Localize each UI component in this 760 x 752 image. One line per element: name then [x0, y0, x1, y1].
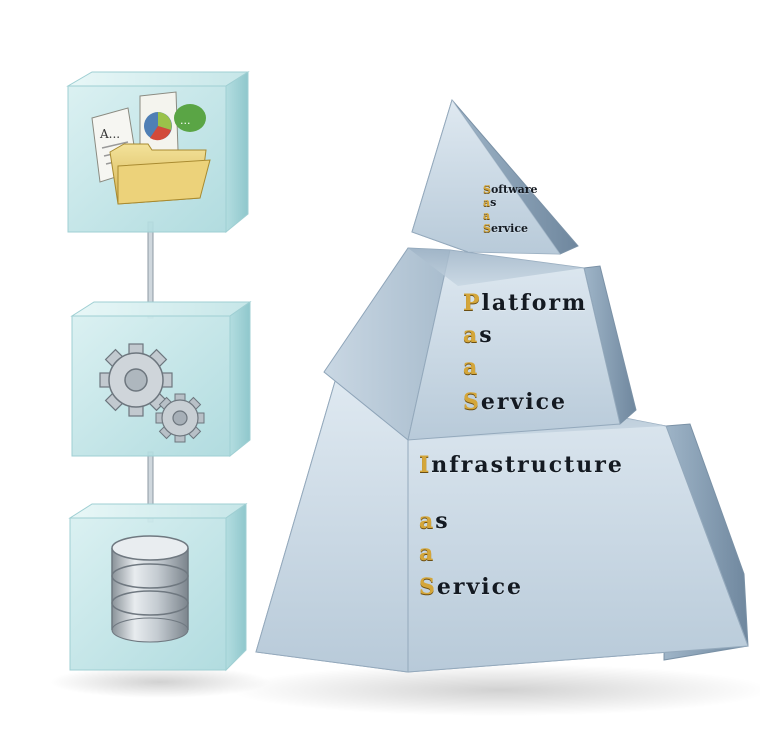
paas-word-3: a — [463, 354, 480, 380]
svg-text:...: ... — [180, 114, 191, 127]
saas-initial: S — [483, 183, 491, 196]
pyramid-tier-saas — [411, 98, 579, 255]
svg-text:A...: A... — [99, 127, 120, 141]
infrastructure-cube — [50, 503, 270, 698]
platform-cube — [70, 301, 252, 458]
paas-word-1: Platform — [463, 290, 588, 316]
cloud-pyramid — [230, 98, 760, 716]
folder-documents-icon: A... ... — [91, 91, 211, 205]
saas-word-4: Service — [483, 222, 529, 235]
saas-word-2: as — [483, 196, 497, 209]
pyramid-tier-paas — [323, 247, 637, 441]
application-cube: A... ... — [66, 71, 250, 234]
saas-word-3: a — [483, 209, 491, 222]
iaas-word-4: Service — [419, 574, 524, 600]
paas-word-4: Service — [463, 389, 568, 415]
iaas-word-3: a — [419, 540, 436, 566]
database-icon — [111, 535, 189, 643]
saas-word-1: Software — [483, 183, 538, 196]
iaas-word-2: as — [419, 508, 450, 534]
gears-icon — [99, 343, 205, 443]
paas-word-2: as — [463, 322, 494, 348]
iaas-word-1: Infrastructure — [419, 452, 624, 478]
